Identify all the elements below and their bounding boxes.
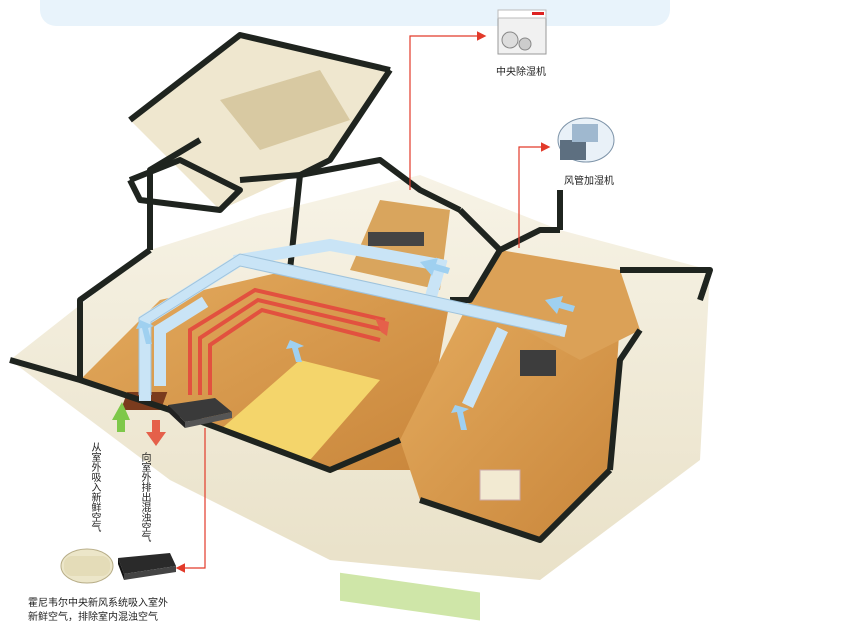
wall-outlines bbox=[9, 32, 713, 543]
exhaust-out-label: 向室外排出混浊空气 bbox=[139, 452, 150, 542]
caption-line-1: 霍尼韦尔中央新风系统吸入室外 bbox=[28, 598, 168, 609]
bedroom-floor-right bbox=[400, 300, 620, 540]
arrow-icon bbox=[420, 258, 450, 276]
tv-unit bbox=[520, 350, 556, 376]
red-exhaust-arrow bbox=[146, 420, 166, 446]
controller-box-icon bbox=[118, 553, 176, 580]
humidifier-label: 风管加湿机 bbox=[564, 176, 614, 187]
leader-lines bbox=[175, 31, 551, 573]
red-return-arrow bbox=[375, 318, 389, 336]
fresh-air-in-label: 从室外吸入新鲜空气 bbox=[89, 442, 100, 532]
system-caption: 霍尼韦尔中央新风系统吸入室外 新鲜空气，排除室内混浊空气 bbox=[28, 597, 228, 625]
fresh-air-arrows bbox=[136, 258, 575, 430]
dehumidifier-label: 中央除湿机 bbox=[496, 67, 546, 78]
caption-line-2: 新鲜空气，排除室内混浊空气 bbox=[28, 612, 158, 623]
fresh-air-unit-icon bbox=[60, 548, 114, 584]
top-banner bbox=[40, 0, 670, 26]
arrow-icon bbox=[136, 320, 154, 344]
green-intake-arrow bbox=[112, 402, 130, 432]
stair-steps bbox=[220, 70, 350, 150]
arrow-icon bbox=[451, 405, 469, 430]
fresh-air-ducts bbox=[139, 238, 568, 408]
right-room-furniture bbox=[479, 469, 521, 501]
exhaust-ducts bbox=[188, 287, 386, 395]
arrow-icon bbox=[545, 296, 575, 314]
duct-humidifier-unit-icon bbox=[557, 117, 615, 163]
dehumidifier-unit-icon bbox=[497, 9, 547, 55]
ventilation-unit-icon bbox=[168, 398, 232, 428]
balcony-planters bbox=[340, 572, 480, 621]
fresh-air-duct-edges bbox=[138, 253, 561, 395]
arrow-icon bbox=[286, 340, 304, 362]
living-room-rug bbox=[220, 360, 380, 460]
kitchen-counter bbox=[368, 232, 424, 246]
